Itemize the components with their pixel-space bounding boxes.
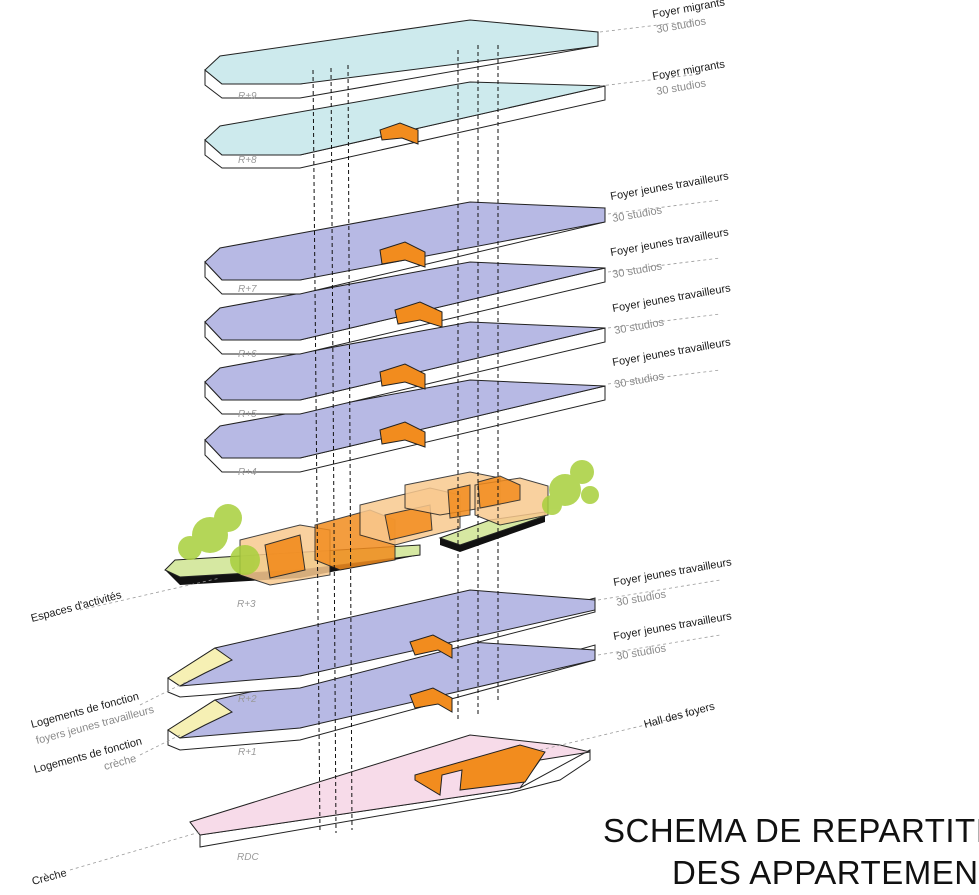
label-r6: Foyer jeunes travailleurs 30 studios [607, 226, 730, 281]
floor-r5: R+5 [204, 321, 606, 420]
svg-text:30 studios: 30 studios [611, 260, 663, 281]
label-r2-right: Foyer jeunes travailleurs 30 studios [597, 556, 733, 609]
svg-text:30 studios: 30 studios [611, 204, 663, 225]
floor-rdc: RDC [189, 734, 591, 863]
svg-text:Foyer jeunes travailleurs: Foyer jeunes travailleurs [611, 336, 732, 369]
svg-text:Foyer jeunes travailleurs: Foyer jeunes travailleurs [611, 282, 732, 315]
svg-text:Espaces d'activités: Espaces d'activités [30, 589, 124, 625]
level-label-r7: R+7 [238, 284, 257, 295]
level-label-r2: R+2 [238, 694, 257, 705]
svg-text:30 studios: 30 studios [615, 642, 667, 663]
svg-text:Foyer jeunes travailleurs: Foyer jeunes travailleurs [612, 610, 733, 643]
label-espaces: Espaces d'activités [30, 577, 221, 625]
svg-text:30 studios: 30 studios [615, 588, 667, 609]
level-label-r5: R+5 [238, 409, 257, 420]
floor-r9: R+9 [204, 19, 599, 102]
label-creche: Crèche [31, 831, 201, 888]
floor-r4: R+4 [204, 379, 606, 478]
level-label-r1: R+1 [238, 747, 257, 758]
svg-text:30 studios: 30 studios [613, 370, 665, 391]
label-hall: Hall des foyers [539, 700, 717, 751]
floor-r2: R+2 [167, 589, 596, 705]
label-r4: Foyer jeunes travailleurs 30 studios [607, 336, 732, 391]
floor-r3-terrace: R+3 [164, 460, 599, 610]
label-r7: Foyer jeunes travailleurs 30 studios [607, 170, 730, 225]
svg-text:Foyer jeunes travailleurs: Foyer jeunes travailleurs [609, 170, 730, 203]
floor-r7: R+7 [204, 201, 606, 295]
svg-text:Crèche: Crèche [31, 867, 68, 888]
diagram-title-line2: DES APPARTEMENTS [672, 854, 979, 890]
label-logements-2: Logements de fonction foyers jeunes trav… [30, 679, 191, 747]
svg-text:Foyer jeunes travailleurs: Foyer jeunes travailleurs [609, 226, 730, 259]
activity-volumes [239, 471, 549, 586]
level-label-r6: R+6 [238, 349, 257, 360]
level-label-r9: R+9 [238, 91, 257, 102]
diagram-title-line1: SCHEMA DE REPARTITION [603, 812, 979, 849]
label-r8: Foyer migrants 30 studios [599, 58, 726, 98]
label-r1-right: Foyer jeunes travailleurs 30 studios [597, 610, 733, 663]
floor-r1: R+1 [167, 641, 596, 758]
label-r5: Foyer jeunes travailleurs 30 studios [607, 282, 732, 337]
level-label-r3: R+3 [237, 599, 256, 610]
svg-text:Foyer jeunes travailleurs: Foyer jeunes travailleurs [612, 556, 733, 589]
svg-text:Hall des foyers: Hall des foyers [643, 700, 717, 731]
vertical-cores [312, 45, 499, 834]
floor-r6: R+6 [204, 261, 606, 360]
floor-r8: R+8 [204, 81, 606, 169]
level-label-r4: R+4 [238, 467, 257, 478]
level-label-rdc: RDC [237, 852, 259, 863]
label-r9: Foyer migrants 30 studios [599, 0, 726, 36]
tree-icon [178, 460, 599, 575]
level-label-r8: R+8 [238, 155, 257, 166]
svg-text:30 studios: 30 studios [613, 316, 665, 337]
